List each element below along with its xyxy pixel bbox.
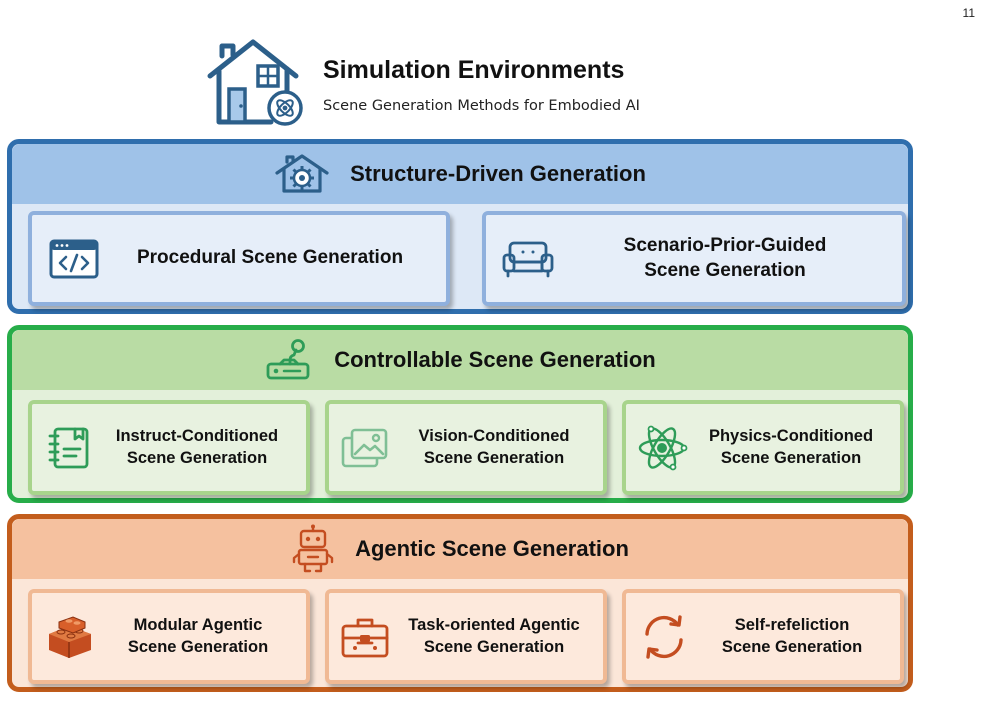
section-header-band [12,144,908,204]
joystick-icon [264,338,314,382]
diagram-header: Simulation Environments Scene Generation… [205,36,725,128]
section-header-band [12,519,908,579]
section-title-text: Agentic Scene Generation [355,536,629,561]
card-self-refeliction-scene-generation: Self-refeliction Scene Generation [622,589,904,684]
toolbox-icon [337,609,393,665]
notebook-icon [40,420,96,476]
refresh-cycle-icon [636,609,692,665]
house-gear-icon [274,153,330,195]
card-label: Modular Agentic Scene Generation [127,616,269,656]
code-window-icon [46,231,102,287]
house-with-atom-icon [205,36,305,133]
card-scenario-prior-guided-scene-generation: Scenario-Prior-Guided Scene Generation [482,211,906,306]
card-label: Task-oriented Agentic Scene Generation [408,616,580,656]
card-label: Instruct-Conditioned Scene Generation [115,427,279,467]
card-instruct-conditioned-scene-generation: Instruct-Conditioned Scene Generation [28,400,310,495]
diagram-title: Simulation Environments [323,56,625,84]
section-title-text: Controllable Scene Generation [334,347,656,372]
card-label: Physics-Conditioned Scene Generation [708,427,874,467]
section-title: Agentic Scene Generation [12,519,908,579]
section-title-text: Structure-Driven Generation [350,161,646,186]
atom-icon [634,420,690,476]
robot-icon [291,524,335,574]
card-modular-agentic-scene-generation: Modular Agentic Scene Generation [28,589,310,684]
diagram-subtitle: Scene Generation Methods for Embodied AI [323,98,640,114]
image-gallery-icon [337,420,393,476]
section-controllable: Controllable Scene Generation Instruct-C… [7,325,913,503]
card-label: Self-refeliction Scene Generation [721,616,863,656]
sofa-icon [500,231,556,287]
section-structure-driven: Structure-Driven Generation Procedural S… [7,139,913,314]
card-task-oriented-agentic-scene-generation: Task-oriented Agentic Scene Generation [325,589,607,684]
card-vision-conditioned-scene-generation: Vision-Conditioned Scene Generation [325,400,607,495]
card-label: Vision-Conditioned Scene Generation [418,427,570,467]
page-number: 11 [962,6,975,20]
section-title: Controllable Scene Generation [12,330,908,390]
card-physics-conditioned-scene-generation: Physics-Conditioned Scene Generation [622,400,904,495]
section-header-band [12,330,908,390]
section-title: Structure-Driven Generation [12,144,908,204]
card-procedural-scene-generation: Procedural Scene Generation [28,211,450,306]
card-label: Scenario-Prior-Guided Scene Generation [623,234,827,281]
building-blocks-icon [42,609,98,665]
card-label: Procedural Scene Generation [136,247,404,269]
section-agentic: Agentic Scene Generation Modular Agentic… [7,514,913,692]
